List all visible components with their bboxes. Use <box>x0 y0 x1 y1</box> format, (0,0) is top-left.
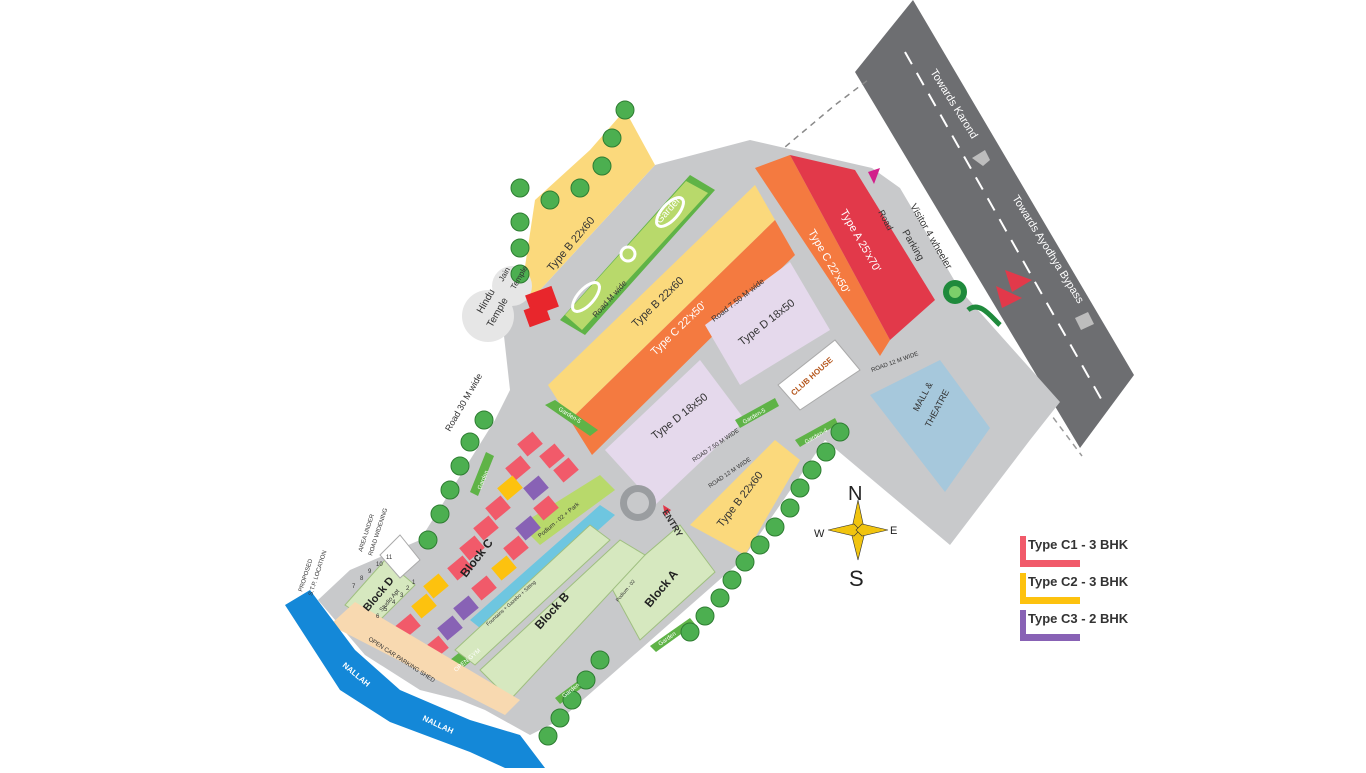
red-arrow-1 <box>1005 270 1032 292</box>
garden-5b-strip <box>735 398 779 428</box>
legend-item-c1: Type C1 - 3 BHK <box>1020 532 1160 569</box>
legend-label-c3: Type C3 - 2 BHK <box>1028 611 1129 626</box>
plot-type-a <box>790 155 935 340</box>
block-d-unit-5: 5 <box>384 607 388 613</box>
block-d-unit-6: 6 <box>376 614 380 620</box>
block-d-unit-8: 8 <box>360 576 364 582</box>
compass-rose <box>827 499 889 561</box>
block-d-unit-9: 9 <box>368 569 372 575</box>
legend-label-c1: Type C1 - 3 BHK <box>1028 537 1129 552</box>
block-d-unit-2: 2 <box>406 586 410 592</box>
legend-swatch-c3 <box>1020 610 1026 640</box>
nallah-channel <box>285 590 545 768</box>
mall-theatre-plot <box>870 360 990 492</box>
highway-arrow-up <box>972 150 990 166</box>
block-d-unit-numbers: 7 8 9 10 11 6 5 4 3 2 1 <box>352 555 416 620</box>
entry-roundabout-inner <box>627 492 649 514</box>
garden-left-strip <box>470 452 494 496</box>
legend-item-c3: Type C3 - 2 BHK <box>1020 606 1160 643</box>
legend-swatch-c3-bar <box>1020 634 1080 641</box>
hindu-temple-circle <box>462 290 514 342</box>
legend-label-c2: Type C2 - 3 BHK <box>1028 574 1129 589</box>
podium-park <box>520 475 615 545</box>
legend-swatch-c1-bar <box>1020 560 1080 567</box>
garden-main-inner <box>565 181 708 330</box>
open-car-parking-shed <box>330 602 520 715</box>
legend-swatch-c1 <box>1020 536 1026 566</box>
plot-type-b-bottom <box>690 440 800 555</box>
legend-swatch-c2-bar <box>1020 597 1080 604</box>
legend-swatch-c2 <box>1020 573 1026 603</box>
plot-type-b-top <box>520 110 655 300</box>
compass-s: S <box>849 566 864 591</box>
gate-marker-icon <box>868 168 880 184</box>
parking-roundabout-inner <box>949 286 961 298</box>
plot-type-c-left <box>570 220 795 455</box>
tree-icons <box>418 100 850 746</box>
block-d-unit-7: 7 <box>352 584 356 590</box>
garden-oval-1 <box>571 281 601 313</box>
block-d-unit-11: 11 <box>386 555 393 561</box>
block-d-unit-4: 4 <box>392 600 396 606</box>
connector-road-dash <box>759 79 869 169</box>
garden-oval-2 <box>655 196 685 228</box>
plot-type-c-right <box>755 155 890 356</box>
unit-type-legend: Type C1 - 3 BHK Type C2 - 3 BHK Type C3 … <box>1020 532 1160 643</box>
road-widening-area <box>379 534 421 579</box>
compass-w: W <box>814 528 825 540</box>
block-b-left <box>454 524 611 666</box>
label-proposed-2: S.T.P. LOCATION <box>308 550 328 597</box>
club-house-plot <box>777 339 861 411</box>
plot-type-d-1 <box>605 360 745 505</box>
highway-arrow-down <box>1075 312 1094 330</box>
block-a <box>609 524 716 641</box>
temple-building-2 <box>523 302 551 328</box>
compass-e: E <box>890 525 897 537</box>
block-d-unit-3: 3 <box>400 593 404 599</box>
block-c-units <box>395 431 579 661</box>
legend-item-c2: Type C2 - 3 BHK <box>1020 569 1160 606</box>
compass-n: N <box>848 483 862 505</box>
entry-arrow-icon <box>663 505 671 516</box>
garden-circle <box>619 245 637 263</box>
garden-4-strip <box>795 418 838 447</box>
parking-green-curve <box>966 304 1002 327</box>
block-d-unit-10: 10 <box>376 562 383 568</box>
highway <box>855 0 1134 448</box>
plot-type-d-2 <box>705 262 830 385</box>
plot-type-b-mid <box>548 185 775 420</box>
garden-5a-strip <box>545 400 598 436</box>
highway-center-line <box>904 51 1105 405</box>
red-arrow-2 <box>996 286 1022 308</box>
block-d-unit-1: 1 <box>412 580 416 586</box>
